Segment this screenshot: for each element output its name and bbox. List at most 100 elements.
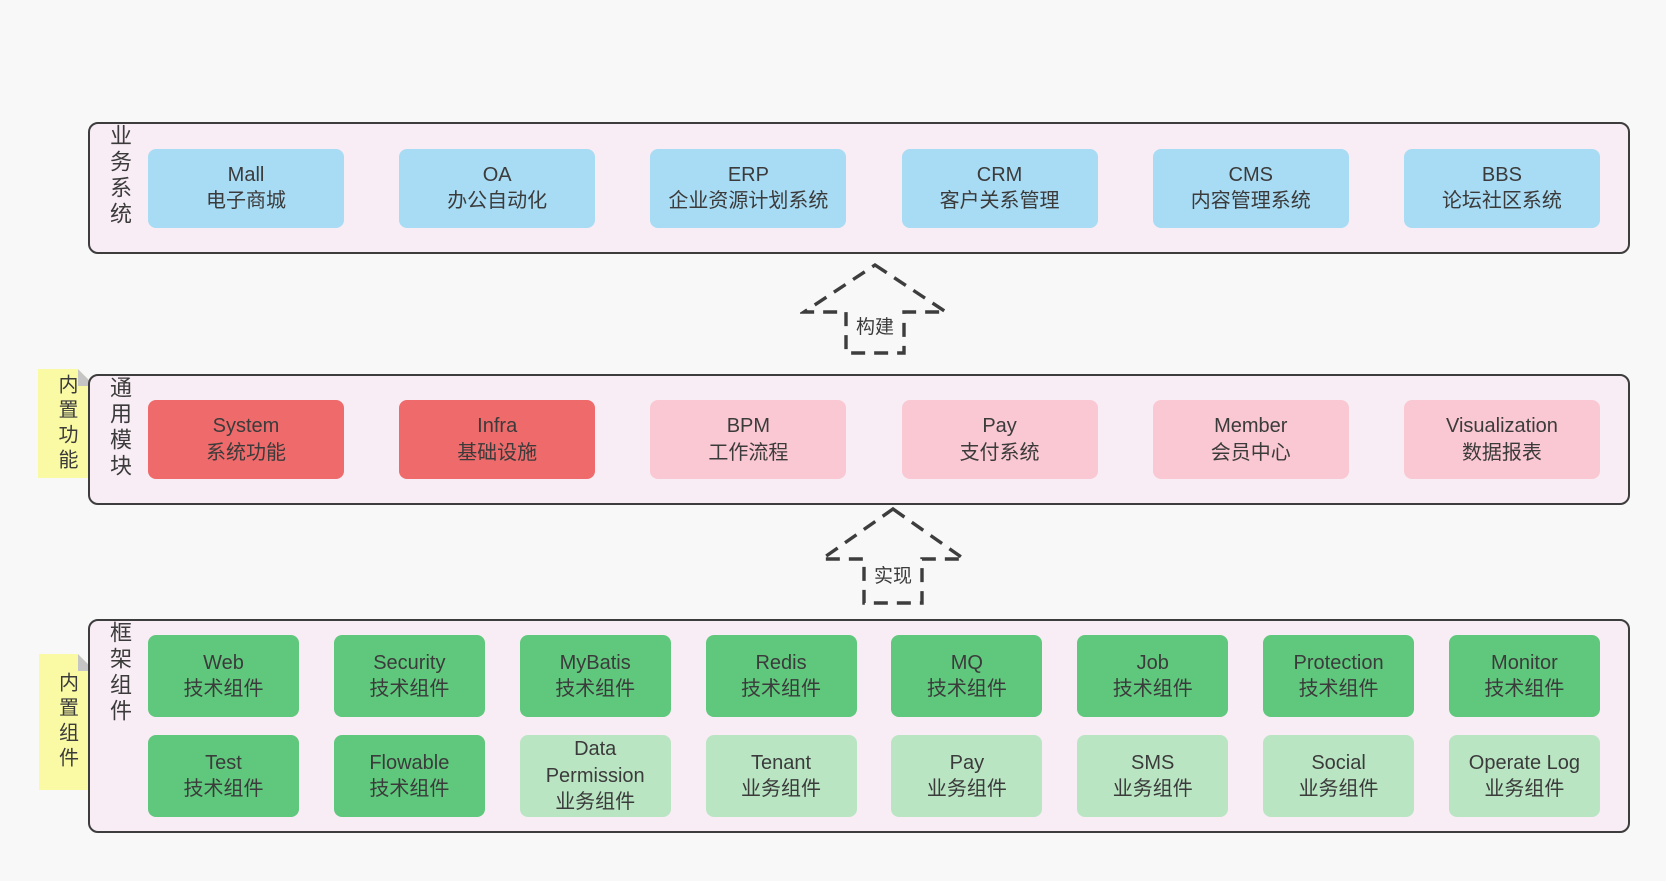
box-subtitle: 支付系统 bbox=[959, 441, 1040, 464]
box-subtitle: 办公自动化 bbox=[447, 190, 548, 212]
up-arrow-icon bbox=[800, 262, 950, 355]
module-box-mall: Mall 电子商城 bbox=[148, 148, 344, 228]
module-box-protection: Protection 技术组件 bbox=[1263, 635, 1415, 717]
box-title: Tenant bbox=[751, 751, 812, 774]
box-title: MQ bbox=[950, 651, 983, 674]
module-box-job: Job 技术组件 bbox=[1077, 635, 1229, 717]
box-subtitle: 技术组件 bbox=[369, 778, 450, 800]
box-subtitle: 技术组件 bbox=[1484, 678, 1565, 700]
box-title: Pay bbox=[982, 415, 1017, 438]
module-box-erp: ERP 企业资源计划系统 bbox=[650, 148, 847, 228]
implement-arrow-label: 实现 bbox=[871, 561, 915, 588]
module-box-flowable: Flowable 技术组件 bbox=[333, 735, 485, 817]
box-subtitle: 技术组件 bbox=[926, 678, 1007, 700]
box-title: BPM bbox=[726, 415, 771, 438]
box-subtitle: 技术组件 bbox=[555, 678, 636, 700]
box-title: OA bbox=[482, 163, 512, 186]
implement-arrow: 实现 bbox=[818, 506, 968, 606]
box-subtitle: 工作流程 bbox=[708, 441, 789, 464]
box-subtitle: 技术组件 bbox=[183, 678, 264, 700]
box-subtitle: 业务组件 bbox=[1112, 778, 1193, 800]
box-title: Operate Log bbox=[1468, 751, 1580, 774]
section-label-business-systems: 业务系统 bbox=[107, 124, 132, 228]
module-box-oa: OA 办公自动化 bbox=[399, 148, 596, 228]
module-box-bpm: BPM 工作流程 bbox=[650, 400, 847, 479]
section-label-common-modules: 通用模块 bbox=[107, 376, 132, 480]
module-box-web: Web 技术组件 bbox=[148, 635, 299, 717]
box-title: CMS bbox=[1228, 163, 1273, 186]
module-box-tenant: Tenant 业务组件 bbox=[705, 735, 857, 817]
box-subtitle: 技术组件 bbox=[183, 778, 264, 800]
box-title: Member bbox=[1214, 415, 1288, 438]
sticky-note-builtin-features: 内置功能 bbox=[38, 369, 95, 478]
box-subtitle: 内容管理系统 bbox=[1190, 190, 1311, 212]
box-title: Protection bbox=[1293, 651, 1384, 674]
module-box-cms: CMS 内容管理系统 bbox=[1152, 148, 1349, 228]
module-box-operate-log: Operate Log 业务组件 bbox=[1448, 735, 1600, 817]
box-subtitle: 数据报表 bbox=[1461, 441, 1542, 464]
module-box-mq: MQ 技术组件 bbox=[891, 635, 1043, 717]
build-arrow-label: 构建 bbox=[853, 312, 897, 339]
section-label-framework-components: 框架组件 bbox=[107, 621, 132, 725]
box-title: Monitor bbox=[1491, 651, 1558, 674]
sticky-note-text: 内置功能 bbox=[55, 373, 77, 474]
module-box-infra: Infra 基础设施 bbox=[399, 400, 596, 479]
module-box-redis: Redis 技术组件 bbox=[705, 635, 857, 717]
box-subtitle: 技术组件 bbox=[741, 678, 822, 700]
box-title: Job bbox=[1136, 651, 1169, 674]
box-title: Mall bbox=[227, 163, 265, 186]
module-box-pay: Pay 业务组件 bbox=[891, 735, 1043, 817]
box-subtitle: 企业资源计划系统 bbox=[668, 190, 829, 212]
box-subtitle: 电子商城 bbox=[206, 190, 286, 212]
box-subtitle: 基础设施 bbox=[457, 441, 538, 464]
box-subtitle: 技术组件 bbox=[1298, 678, 1379, 700]
box-title: Pay bbox=[949, 751, 985, 774]
box-subtitle: 业务组件 bbox=[1484, 778, 1565, 800]
module-box-test: Test 技术组件 bbox=[148, 735, 299, 817]
box-subtitle: 论坛社区系统 bbox=[1441, 190, 1562, 212]
box-title: Visualization bbox=[1445, 415, 1558, 438]
box-title: ERP bbox=[727, 163, 769, 186]
box-title: Redis bbox=[755, 651, 807, 674]
box-title: Data Permission bbox=[545, 738, 645, 787]
build-arrow: 构建 bbox=[800, 262, 950, 356]
module-box-pay: Pay 支付系统 bbox=[901, 400, 1098, 479]
sticky-note-builtin-components: 内置组件 bbox=[39, 654, 95, 790]
box-subtitle: 技术组件 bbox=[369, 678, 450, 700]
box-title: Social bbox=[1311, 751, 1366, 774]
box-subtitle: 业务组件 bbox=[1298, 778, 1379, 800]
box-title: Web bbox=[203, 651, 244, 674]
up-arrow-icon bbox=[818, 506, 968, 605]
module-box-visualization: Visualization 数据报表 bbox=[1403, 400, 1600, 479]
box-title: System bbox=[212, 415, 280, 438]
box-title: Infra bbox=[477, 415, 518, 438]
module-box-social: Social 业务组件 bbox=[1263, 735, 1415, 817]
box-subtitle: 业务组件 bbox=[741, 778, 822, 800]
module-box-member: Member 会员中心 bbox=[1152, 400, 1349, 479]
sticky-note-text: 内置组件 bbox=[55, 672, 78, 772]
box-title: CRM bbox=[976, 163, 1023, 186]
box-title: Flowable bbox=[369, 751, 450, 774]
box-title: BBS bbox=[1481, 163, 1522, 186]
box-subtitle: 会员中心 bbox=[1210, 441, 1291, 464]
box-title: Test bbox=[205, 751, 242, 774]
box-subtitle: 业务组件 bbox=[926, 778, 1007, 800]
box-subtitle: 技术组件 bbox=[1112, 678, 1193, 700]
